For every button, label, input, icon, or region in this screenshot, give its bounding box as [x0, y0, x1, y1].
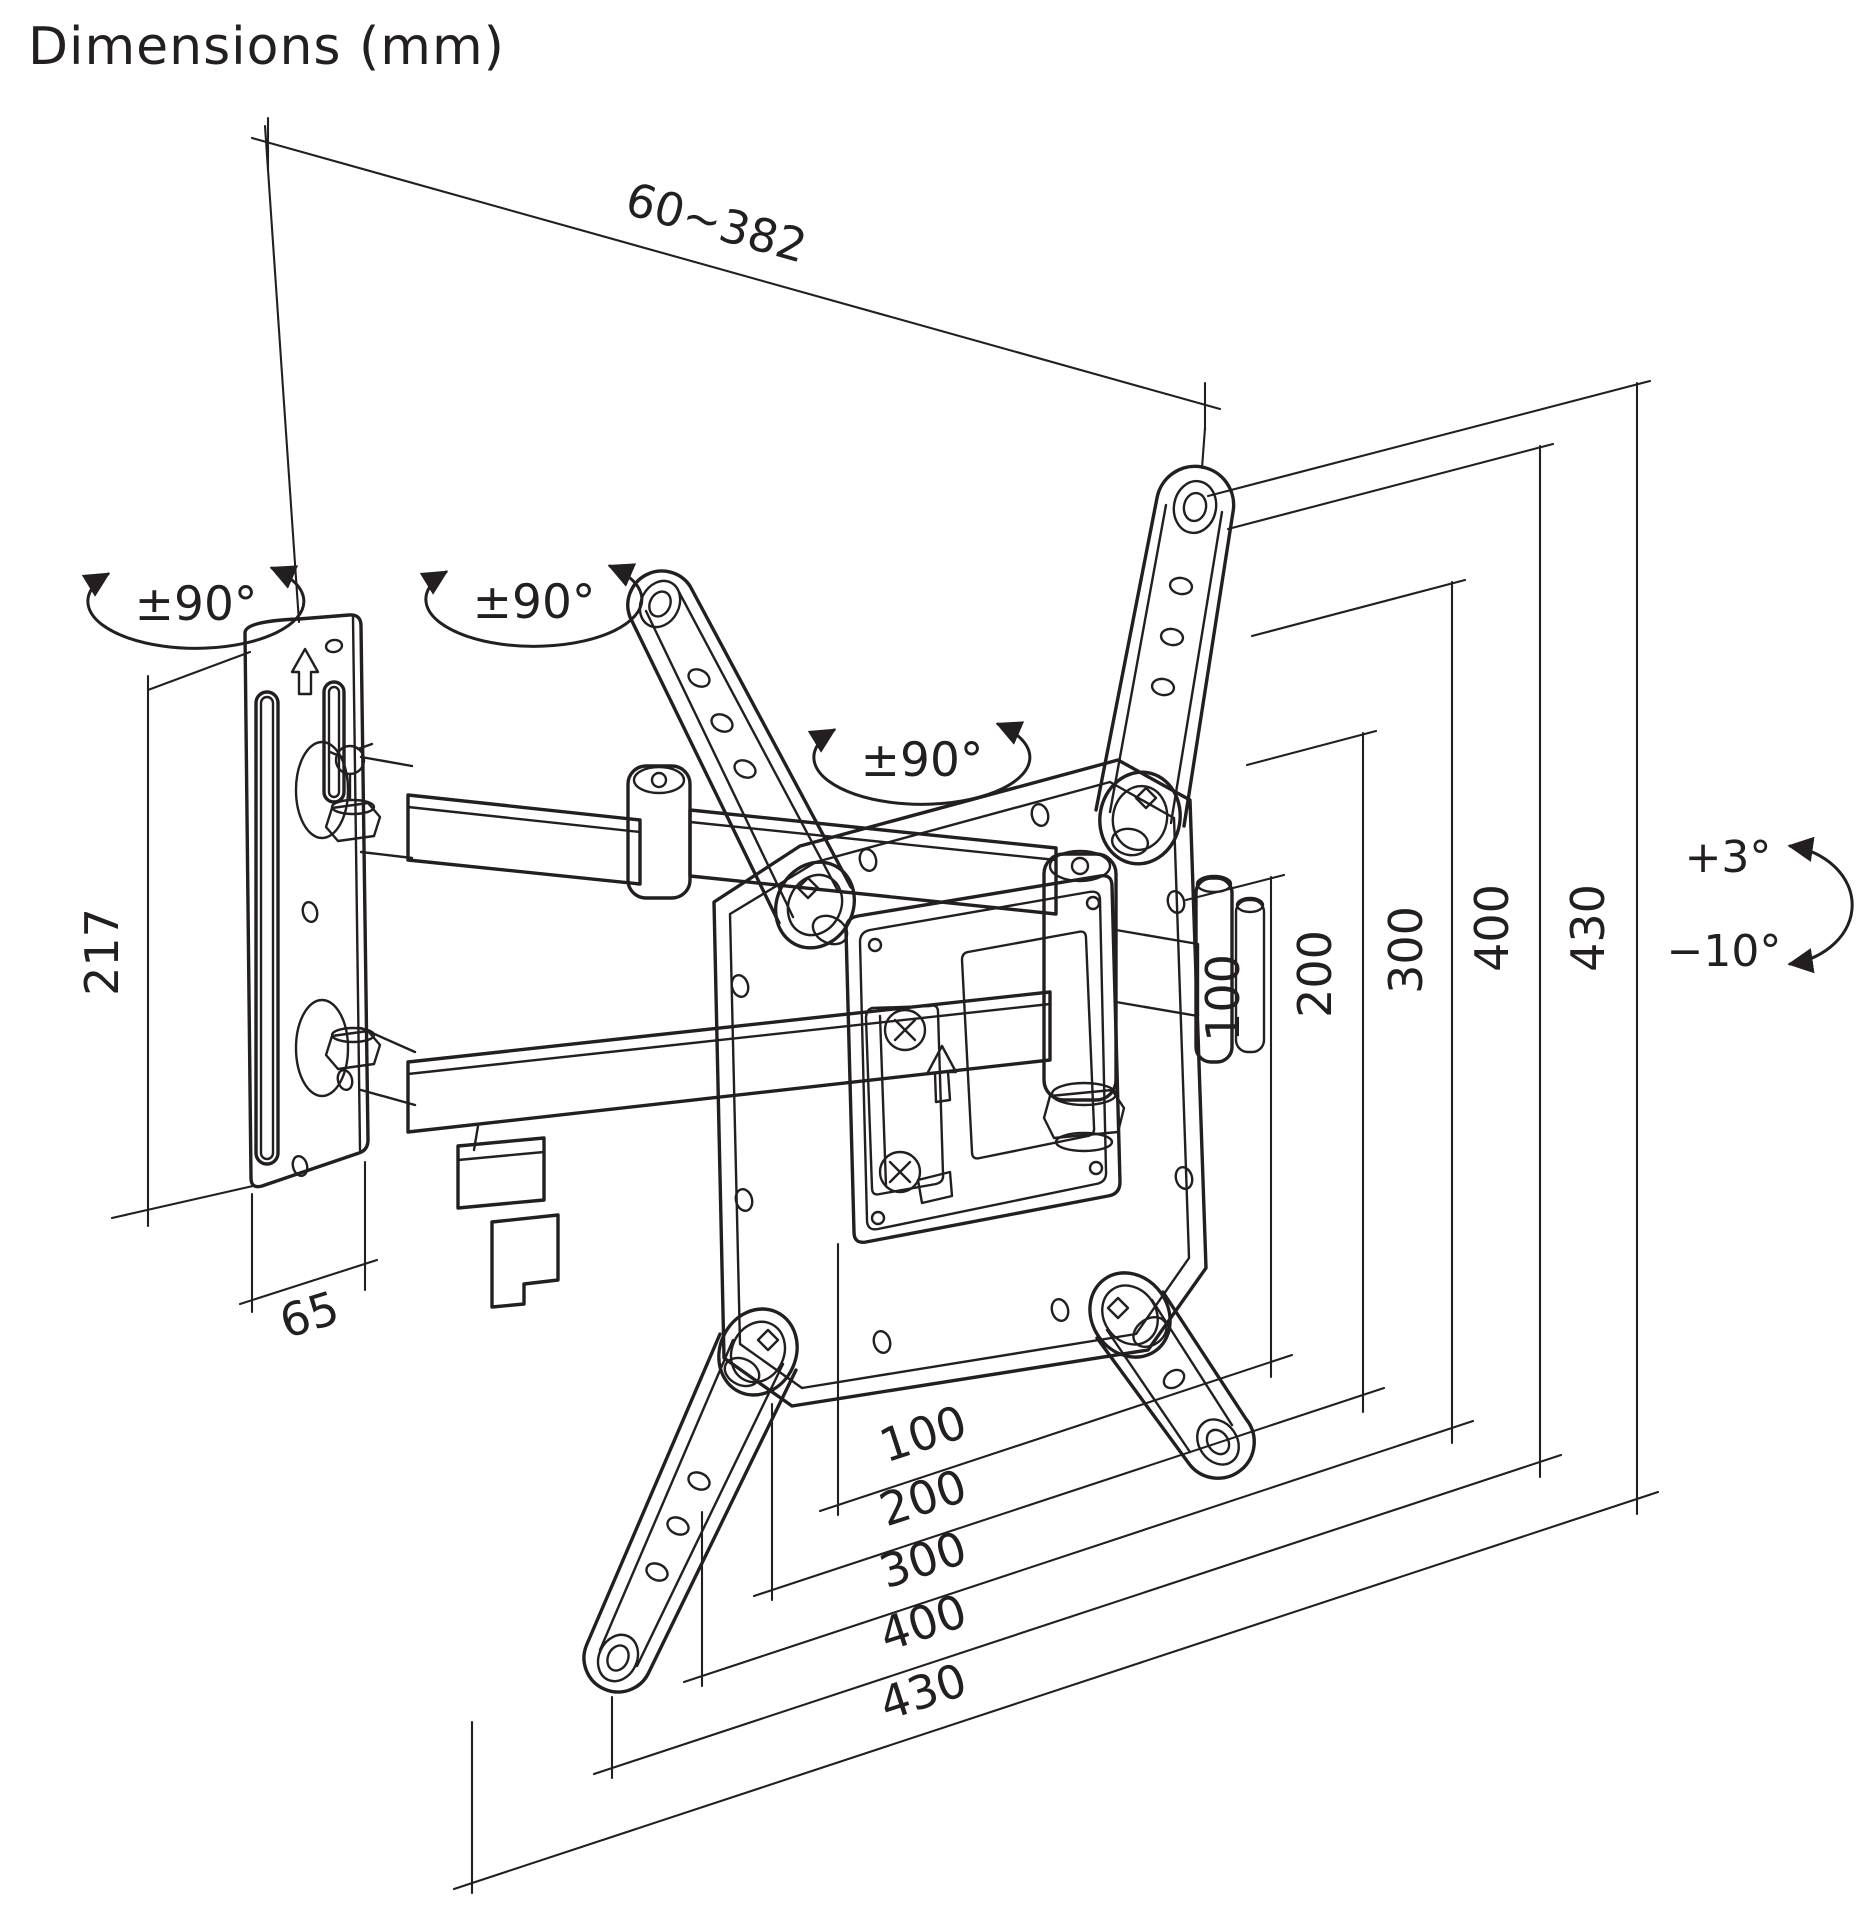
vesa-arm-upper-right [1094, 464, 1236, 866]
dim-label-vertical-100: 100 [1196, 954, 1250, 1042]
swivel-indicator-arm: ±90° [419, 563, 644, 648]
up-arrow-icon [290, 647, 320, 696]
dim-arm-extension: 60~382 [250, 116, 1222, 624]
vesa-backplate [712, 758, 1208, 1408]
angle-label-swivel-wall: ±90° [135, 577, 258, 632]
rotation-arrow-icon [81, 565, 306, 650]
dim-label-vertical-400: 400 [1465, 884, 1519, 972]
angle-label-swivel-plate: ±90° [861, 733, 984, 788]
dim-wall-plate-width: 65 [238, 1160, 379, 1349]
dim-wall-plate-height: 217 [75, 650, 255, 1228]
dim-label-horizontal-430: 430 [873, 1653, 973, 1731]
vesa-center-plate [844, 874, 1122, 1244]
dim-label-vertical-430: 430 [1561, 884, 1615, 972]
cable-clip [456, 1124, 560, 1309]
angle-label-tilt-down: −10° [1667, 926, 1782, 977]
wall-plate-hinges [324, 742, 417, 1107]
swivel-indicator-wall: ±90° [81, 565, 306, 650]
swivel-indicator-plate: ±90° [807, 721, 1032, 806]
rotation-arrow-icon [807, 721, 1032, 806]
vesa-arm-lower-left [582, 1307, 799, 1694]
dim-vesa-vertical-group: 100 200 300 400 430 [1184, 379, 1652, 1516]
up-arrow-icon [925, 1044, 958, 1104]
dim-label-horizontal-100: 100 [873, 1395, 973, 1473]
dim-vesa-horizontal-group: 100 200 300 400 430 [452, 1242, 1660, 1895]
page-title: Dimensions (mm) [28, 17, 505, 77]
dim-label-arm-extension: 60~382 [620, 172, 813, 274]
vesa-arm-upper-left [626, 569, 857, 950]
angle-label-tilt-up: +3° [1685, 832, 1772, 883]
angle-label-swivel-arm: ±90° [473, 575, 596, 630]
rotation-arrow-icon [419, 563, 644, 648]
tilt-indicator: +3° −10° [1667, 832, 1854, 977]
tilt-arrow-icon [1787, 836, 1854, 974]
dim-label-vertical-300: 300 [1379, 906, 1433, 994]
wall-plate [243, 613, 370, 1189]
articulating-arm [406, 764, 1266, 1153]
dim-label-vertical-200: 200 [1288, 930, 1342, 1018]
vesa-arm-lower-right [1088, 1271, 1256, 1480]
dim-label-217: 217 [75, 908, 129, 996]
